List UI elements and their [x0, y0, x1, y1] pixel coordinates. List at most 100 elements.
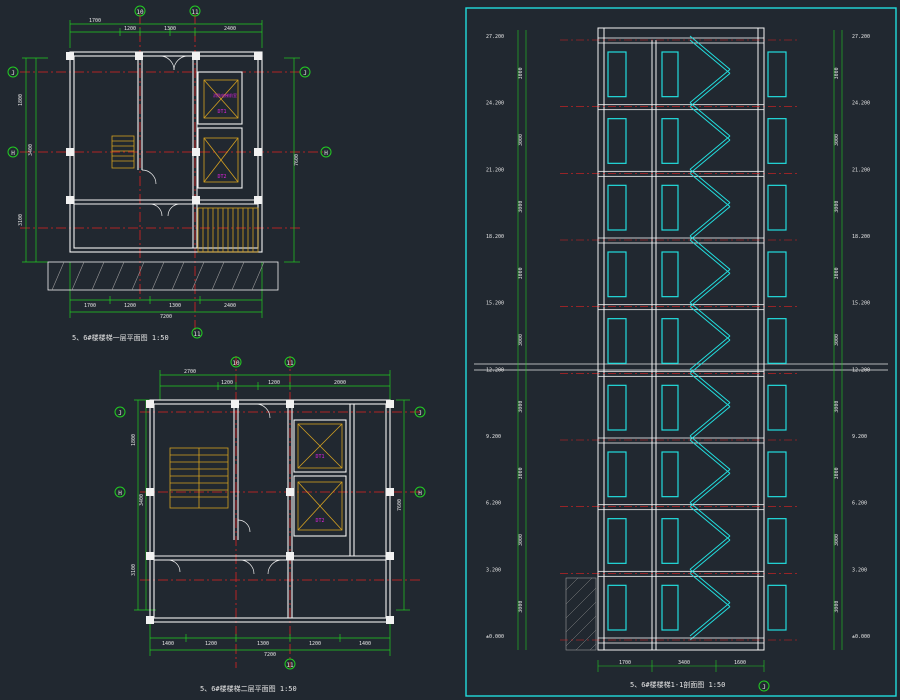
storey-dim-left: 3000	[518, 601, 524, 613]
floor-level-left: 3.200	[486, 567, 501, 573]
floor-level-right: 12.200	[852, 367, 870, 373]
storey-dim-right: 3000	[834, 334, 840, 346]
section-window-right	[767, 384, 787, 431]
section-dim-3: 1600	[734, 660, 746, 666]
stair-flight-down	[689, 302, 731, 341]
axis-top-11: 11	[191, 9, 199, 16]
section-window-mid	[661, 184, 679, 231]
stair-flight-up	[689, 335, 731, 374]
storey-dim-left: 3000	[518, 134, 524, 146]
section-title: 5、6#楼楼梯1-1剖面图 1:50	[630, 680, 725, 689]
dim-bottom-1: 1700	[84, 303, 96, 309]
dim-left-3: 3100	[18, 214, 24, 226]
dim-left-1: 1800	[131, 434, 137, 446]
storey-dim-right: 3000	[834, 67, 840, 79]
section-window-right	[767, 518, 787, 564]
floor-level-right: ±0.000	[852, 634, 870, 640]
floor-level-right: 3.200	[852, 567, 867, 573]
dim-right: 7600	[397, 499, 403, 511]
dim-top-2: 1200	[124, 26, 136, 32]
floor-slab	[597, 637, 765, 644]
floor-slab	[597, 237, 765, 244]
section-window-mid	[661, 318, 679, 364]
tag-dt2: DT2	[315, 518, 324, 524]
section-window-right	[767, 451, 787, 498]
floor-slab	[597, 37, 765, 44]
axis-left-j: J	[11, 70, 15, 77]
stair-flight-up	[689, 468, 731, 508]
storey-dim-left: 3000	[518, 534, 524, 546]
floor-level-right: 9.200	[852, 434, 867, 440]
section-window-left	[607, 184, 627, 231]
floor-level-right: 24.200	[852, 101, 870, 107]
storey-dim-left: 3000	[518, 401, 524, 413]
storey-dim-left: 3000	[518, 334, 524, 346]
dim-top-3: 1200	[268, 380, 280, 386]
stair-flight-down	[689, 435, 731, 474]
floor-level-right: 6.200	[852, 501, 867, 507]
floor-level-right: 18.200	[852, 234, 870, 240]
floor-level-left: 18.200	[486, 234, 504, 240]
axis-right-j: J	[303, 70, 307, 77]
plan-top: 10 11 11 J H J H	[7, 5, 332, 342]
section-axis-j: J	[762, 684, 766, 691]
stair-flight-down	[689, 502, 731, 541]
floor-level-left: 24.200	[486, 101, 504, 107]
section-floors: 27.200 27.200 3000 3000 24.200 24.200 3000 3000…	[486, 34, 870, 644]
storey-dim-right: 3000	[834, 467, 840, 479]
dim-top-4: 2400	[224, 26, 236, 32]
floor-slab	[597, 504, 765, 511]
section-window-left	[607, 318, 627, 364]
storey-dim-left: 3000	[518, 467, 524, 479]
floor-slab	[597, 570, 765, 577]
storey-dim-left: 3000	[518, 67, 524, 79]
stair-flight-down	[689, 235, 731, 274]
section-window-right	[767, 51, 787, 98]
stair-flight-down	[689, 168, 731, 208]
floor-slab	[597, 370, 765, 377]
section-window-left	[607, 51, 627, 98]
axis-bottom-11: 11	[286, 662, 294, 669]
section-window-mid	[661, 251, 679, 298]
floor-slab	[597, 304, 765, 311]
dim-bottom-total: 7200	[160, 314, 172, 320]
storey-dim-left: 3000	[518, 201, 524, 213]
tag-dt2: DT2	[217, 174, 226, 180]
axis-left-h: H	[11, 150, 15, 157]
axis-right-j: J	[418, 410, 422, 417]
floor-level-right: 27.200	[852, 34, 870, 40]
floor-level-left: 12.200	[486, 367, 504, 373]
section-window-left	[607, 384, 627, 431]
plan-top-title: 5、6#楼楼梯一层平面图 1:50	[72, 333, 169, 342]
dim-top-4: 2000	[334, 380, 346, 386]
dim-left-3: 3100	[131, 564, 137, 576]
floor-level-left: 15.200	[486, 301, 504, 307]
dim-bottom-5: 1400	[359, 641, 371, 647]
floor-slab	[597, 170, 765, 177]
axis-left-h: H	[118, 490, 122, 497]
tag-dt1: DT1	[217, 109, 226, 115]
floor-level-left: 21.200	[486, 167, 504, 173]
floor-slab	[597, 437, 765, 444]
floor-level-left: ±0.000	[486, 634, 504, 640]
stair-flight-down	[689, 35, 731, 74]
axis-top-10: 10	[136, 9, 144, 16]
dim-bottom-total: 7200	[264, 652, 276, 658]
floor-level-right: 21.200	[852, 167, 870, 173]
tag-lobby: 消防电梯前室	[213, 92, 237, 98]
section-window-mid	[661, 51, 679, 98]
section-window-right	[767, 184, 787, 231]
storey-dim-left: 3000	[518, 267, 524, 279]
plan-bottom: 10 11 11 J H J H	[114, 356, 426, 693]
dim-bottom-4: 2400	[224, 303, 236, 309]
dim-bottom-3: 1300	[257, 641, 269, 647]
section-window-mid	[661, 584, 679, 631]
dim-bottom-1: 1400	[162, 641, 174, 647]
floor-slab	[597, 104, 765, 111]
storey-dim-right: 3000	[834, 534, 840, 546]
section-window-right	[767, 118, 787, 164]
floor-level-left: 27.200	[486, 34, 504, 40]
tag-dt1: DT1	[315, 454, 324, 460]
section-frame	[465, 7, 897, 697]
